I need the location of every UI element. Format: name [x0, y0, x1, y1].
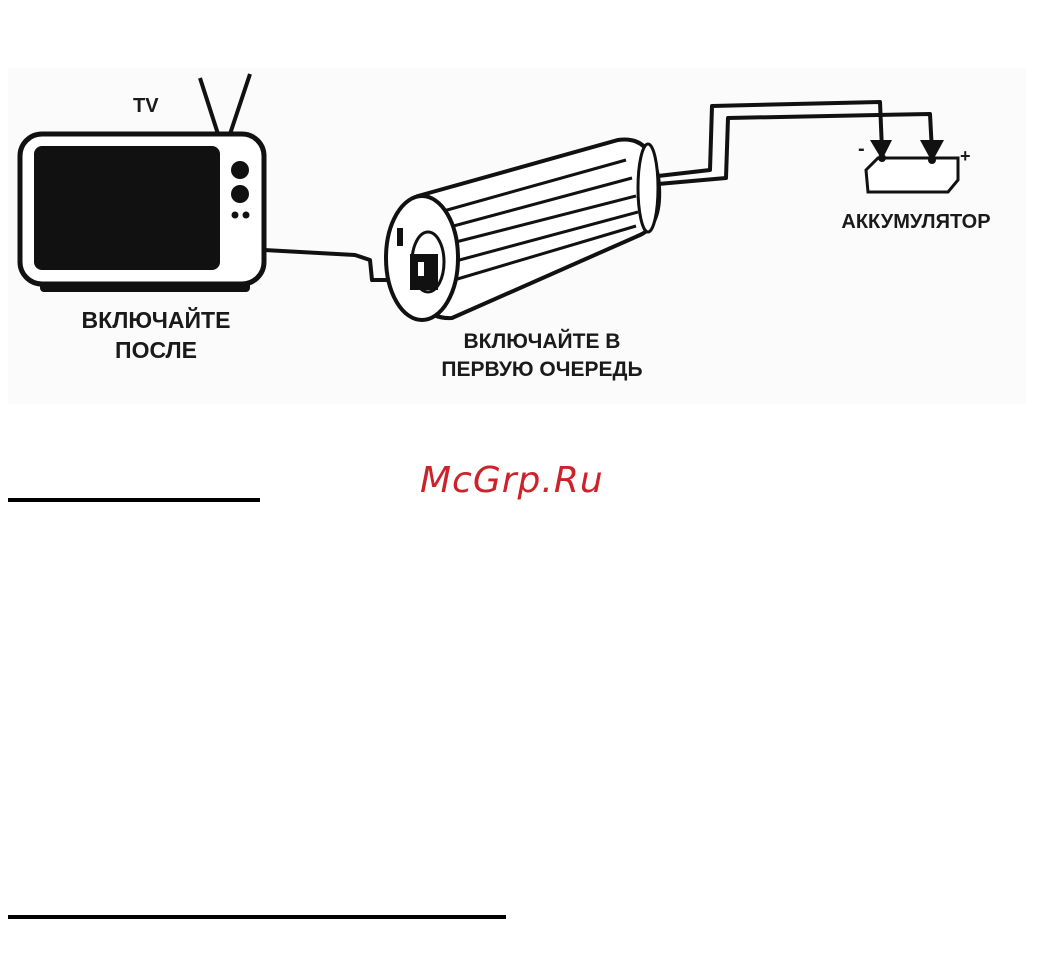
watermark-text: McGrp.Ru — [420, 460, 640, 501]
inverter-switch — [397, 228, 403, 246]
tv-button-right — [243, 212, 250, 219]
horizontal-rule-top — [8, 498, 260, 502]
connection-diagram: TV ВКЛЮЧАЙТЕ ПОСЛЕ ВКЛЮЧАЙТЕ В ПЕРВУЮ ОЧ… — [0, 0, 1048, 420]
tv-knob-top — [231, 161, 249, 179]
battery-label: АККУМУЛЯТОР — [841, 211, 990, 233]
tv-button-left — [232, 212, 239, 219]
inverter-caption-line1: ВКЛЮЧАЙТЕ В — [464, 329, 621, 353]
inverter-caption-line2: ПЕРВУЮ ОЧЕРЕДЬ — [441, 358, 642, 381]
tv-screen — [34, 146, 220, 270]
battery-body — [866, 158, 958, 192]
horizontal-rule-bottom — [8, 915, 506, 919]
tv-knob-middle — [231, 185, 249, 203]
tv-caption-line1: ВКЛЮЧАЙТЕ — [82, 306, 231, 333]
tv-caption-line2: ПОСЛЕ — [115, 337, 197, 363]
tv-label: TV — [133, 95, 159, 117]
battery-minus-sign: - — [858, 138, 865, 160]
battery-plus-sign: + — [960, 146, 971, 166]
